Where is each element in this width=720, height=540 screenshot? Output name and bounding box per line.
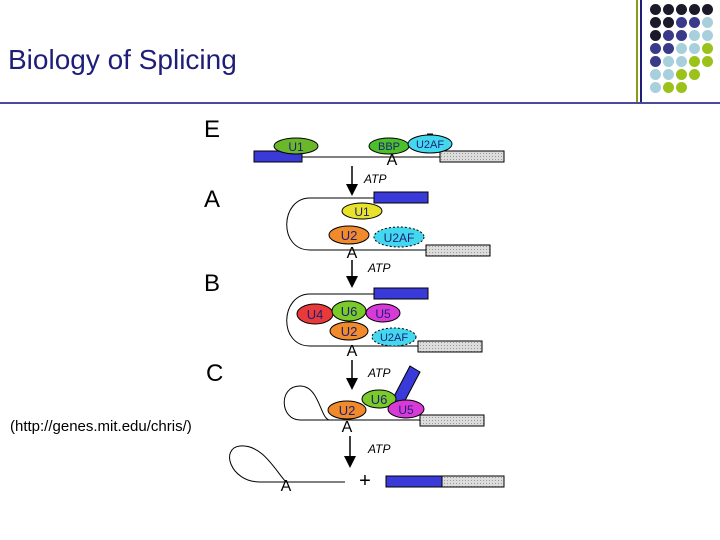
title-underline [0,102,720,104]
stage-c-complex: U2 U6 U5 A [283,365,485,436]
corner-dot [702,30,713,41]
stage-label-a: A [204,186,221,213]
u5-label-c: U5 [398,403,414,417]
corner-dot [650,17,661,28]
u5-label-b: U5 [375,307,391,321]
u2-label-a: U2 [341,228,358,243]
corner-dot [663,69,674,80]
branch-point-a-product: A [281,478,292,495]
corner-divider-blue [640,0,642,102]
branch-point-a-a: A [347,245,358,262]
u4-label-b: U4 [307,307,324,322]
stage-e-complex: U1 BBP U2AF A [253,133,505,169]
excised-lariat [229,445,345,483]
corner-dot [663,43,674,54]
spliced-exon-5 [385,475,443,488]
u2-snrnp-c [327,400,367,420]
u6-label-b: U6 [341,304,358,319]
atp-label-2: ATP [367,261,390,275]
corner-dot [676,4,687,15]
branch-point-a-b: A [347,343,358,360]
corner-dot [663,82,674,93]
u2-snrnp-a [328,225,370,245]
intron-loop-b [286,293,420,347]
corner-dot [676,69,687,80]
corner-dot [702,17,713,28]
intron-loop-a [286,197,430,251]
branch-point-a-c: A [342,419,353,436]
corner-dot [676,56,687,67]
stage-label-b: B [204,270,221,297]
corner-dot [689,56,700,67]
corner-dot [663,30,674,41]
u5-snrnp-b [365,303,401,323]
corner-dot [650,56,661,67]
exon-3-b [417,340,483,353]
corner-dot [702,4,713,15]
branch-point-a-e: A [387,152,398,169]
stage-label-e: E [204,116,221,143]
exon-3-e [439,150,505,163]
corner-dot [650,69,661,80]
corner-dot [689,30,700,41]
u6-snrnp-c [361,389,397,409]
corner-dot [676,17,687,28]
exon-3-c [419,414,485,427]
corner-dot [689,43,700,54]
exon-5-b [373,287,429,300]
corner-dot [676,30,687,41]
u2af-label-a: U2AF [384,231,415,245]
corner-dot [663,17,674,28]
u2-label-c: U2 [339,403,356,418]
corner-dot [676,82,687,93]
splicing-products: A + [229,445,505,495]
u1-snrnp-e [273,137,319,155]
atp-label-3: ATP [367,366,390,380]
u2-snrnp-b [329,321,369,341]
atp-label-4: ATP [367,442,390,456]
u1-label-a: U1 [354,205,370,219]
stage-a-complex: U1 U2 U2AF A [286,191,491,262]
stage-label-c: C [206,360,224,387]
exon-3-a [425,244,491,257]
u2af-protein-b [371,327,417,347]
u2af-label-b: U2AF [380,332,408,344]
u6-label-c: U6 [371,392,388,407]
bbp-label-e: BBP [378,141,400,153]
atp-label-1: ATP [363,172,386,186]
intron-lariat-c [283,385,420,421]
exon-5-a [373,191,429,204]
corner-dot [663,56,674,67]
corner-dot [689,17,700,28]
corner-dot [689,69,700,80]
slide-title: Biology of Splicing [8,44,237,75]
u2af-label-e: U2AF [416,139,444,151]
plus-sign: + [359,470,371,492]
corner-dot [702,43,713,54]
corner-dot [650,30,661,41]
corner-dot [663,4,674,15]
corner-dot [650,82,661,93]
u2af-protein-a [373,226,425,248]
u5-snrnp-c [387,399,425,419]
u1-snrnp-a [341,202,383,220]
corner-divider-green [636,0,638,102]
corner-dot [650,43,661,54]
u2af-protein-e [407,134,453,154]
corner-dot [689,4,700,15]
stage-b-complex: U4 U6 U5 U2 U2AF A [286,287,483,360]
source-citation: (http://genes.mit.edu/chris/) [10,418,192,435]
u2-label-b: U2 [341,324,358,339]
corner-dot [702,56,713,67]
spliced-exon-3 [441,475,505,488]
corner-dot [650,4,661,15]
u1-label-e: U1 [288,140,304,154]
corner-dot [676,43,687,54]
